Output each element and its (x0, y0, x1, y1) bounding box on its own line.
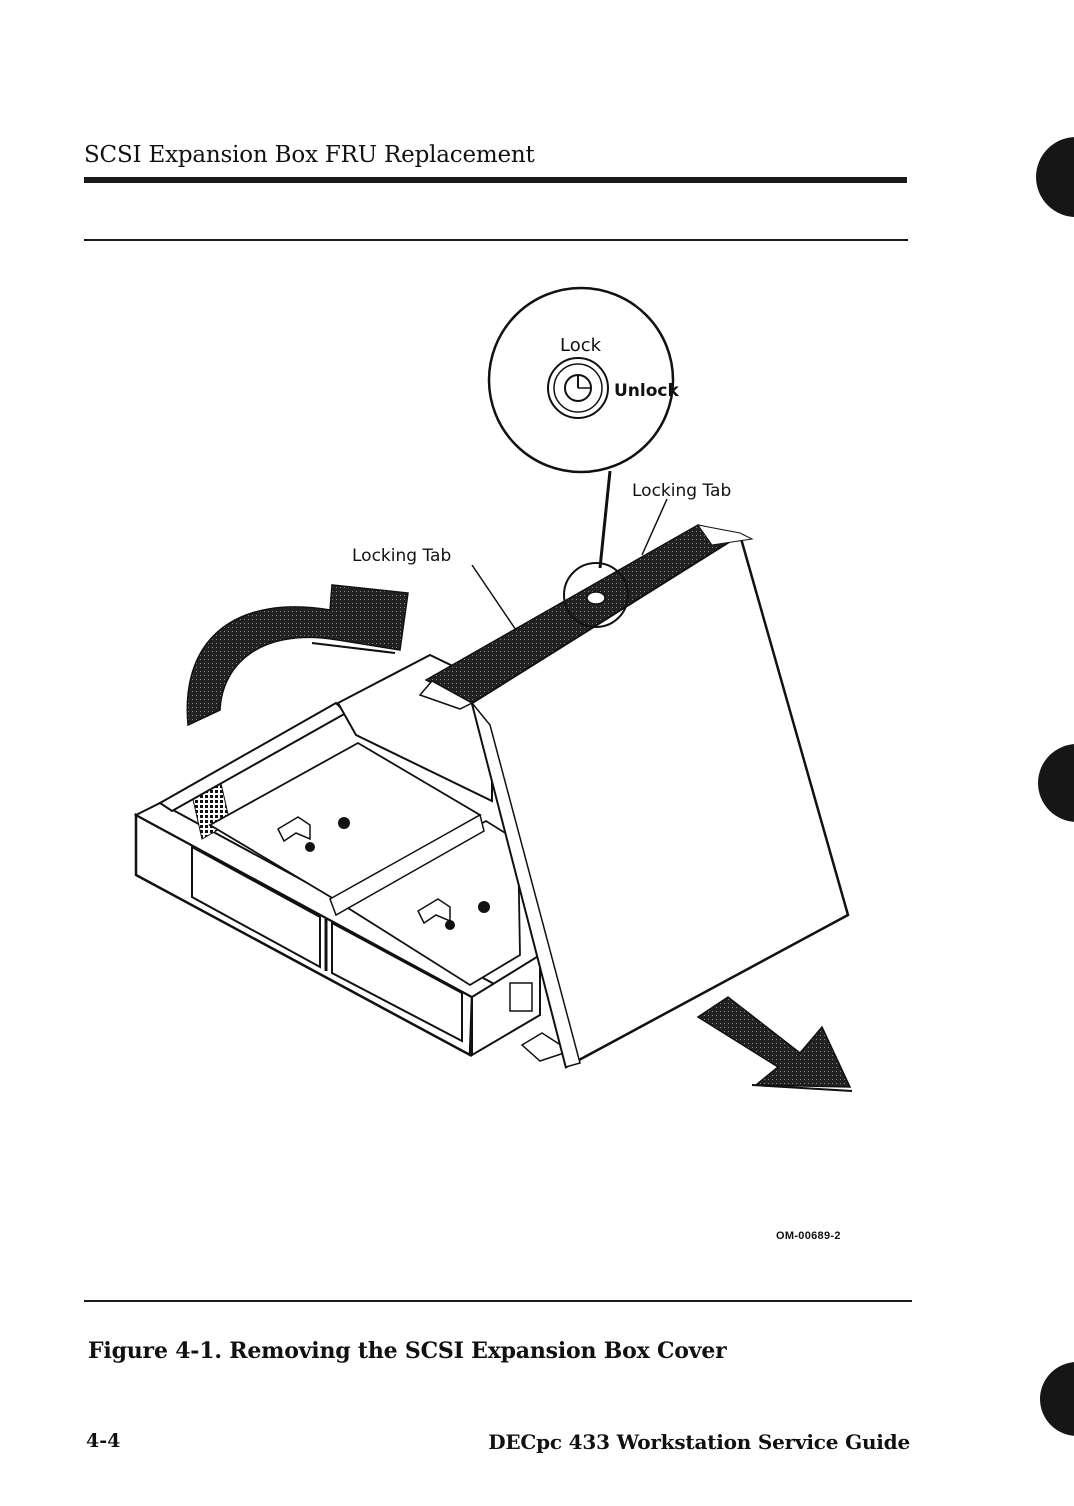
lock-label: Lock (560, 335, 602, 356)
unlock-label: Unlock (614, 381, 679, 401)
figure-caption: Figure 4-1. Removing the SCSI Expansion … (88, 1338, 727, 1364)
locking-tab-leader-left (472, 565, 518, 633)
expansion-box-drawing: Lock Unlock Locking Tab Locking Tab (100, 255, 920, 1135)
header-rule (84, 177, 907, 183)
margin-tab-marker (1040, 1362, 1074, 1436)
figure-illustration: Lock Unlock Locking Tab Locking Tab (100, 255, 920, 1135)
locking-tab-label-right: Locking Tab (632, 481, 731, 501)
margin-tab-marker (1038, 744, 1074, 822)
lock-detail-callout: Lock Unlock (489, 288, 679, 568)
guide-title: DECpc 433 Workstation Service Guide (488, 1430, 910, 1454)
margin-tab-marker (1036, 137, 1074, 217)
section-title: SCSI Expansion Box FRU Replacement (84, 142, 535, 168)
page-number: 4-4 (86, 1430, 120, 1452)
figure-top-rule (84, 239, 908, 241)
slide-arrow-icon (698, 997, 852, 1091)
figure-bottom-rule (84, 1300, 912, 1302)
figure-id: OM-00689-2 (776, 1230, 841, 1242)
locking-tab-label-left: Locking Tab (352, 546, 451, 566)
